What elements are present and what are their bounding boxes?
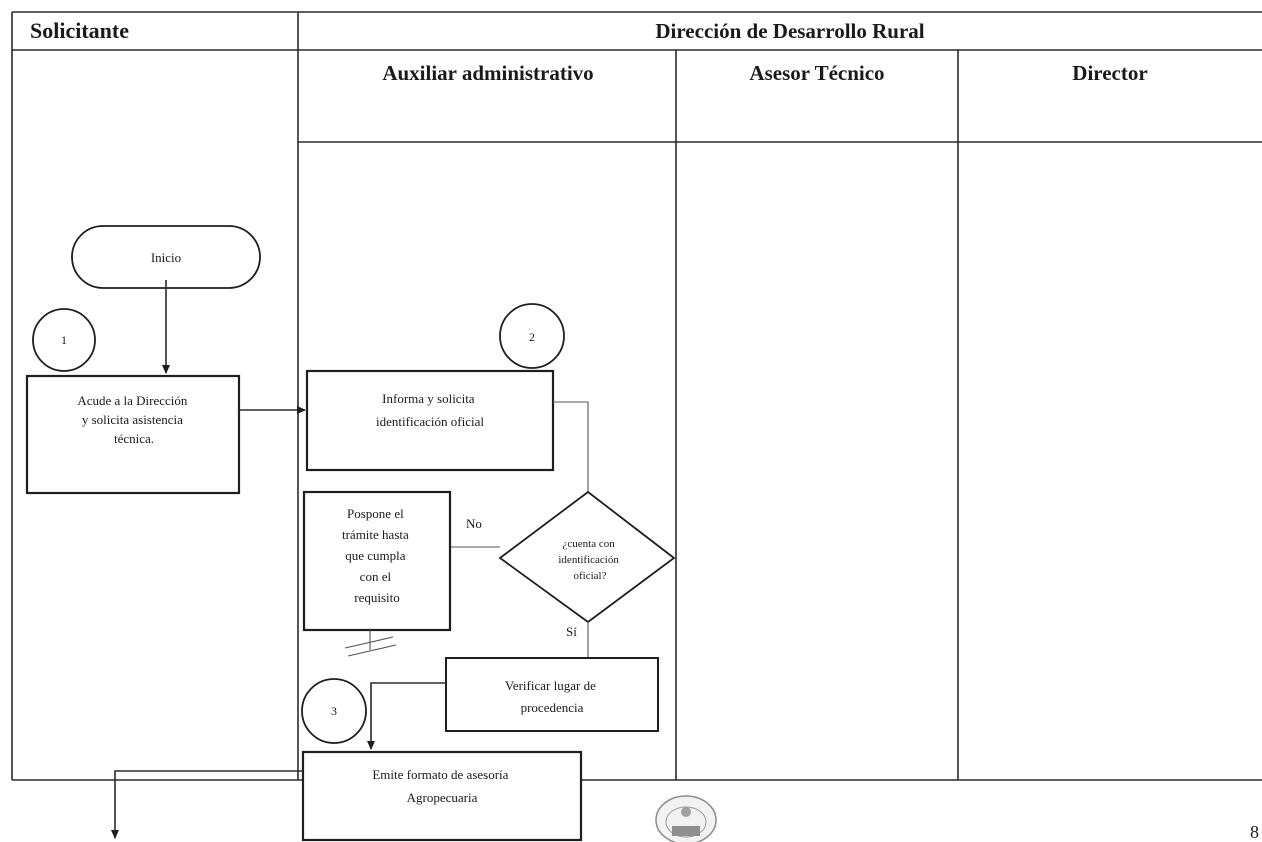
decision-text: ¿cuenta con identificación oficial?: [558, 538, 621, 582]
decision-line-2: identificación: [558, 554, 619, 566]
emit-line-2: Agropecuaria: [407, 790, 478, 805]
postpone-line-1: Pospone el: [347, 506, 404, 521]
verify-line-2: procedencia: [521, 700, 584, 715]
label-si: Sí: [566, 624, 577, 639]
verify-text: Verificar lugar de procedencia: [505, 678, 599, 715]
line-step2-to-decision: [553, 401, 589, 492]
emit-text: Emite formato de asesoría Agropecuaria: [372, 767, 511, 805]
step-2-text: Informa y solicita identificación oficia…: [376, 391, 484, 429]
end-hash-mark: [344, 630, 397, 657]
step-1-text: Acude a la Dirección y solicita asistenc…: [77, 393, 190, 446]
step-2-box: Informa y solicita identificación oficia…: [305, 369, 555, 472]
step-1-line-3: técnica.: [114, 431, 154, 446]
verify-line-1: Verificar lugar de: [505, 678, 596, 693]
connector-1-label: 1: [61, 333, 67, 347]
step-1-line-2: y solicita asistencia: [82, 412, 183, 427]
postpone-box: Pospone el trámite hasta que cumpla con …: [302, 490, 452, 632]
label-no: No: [466, 516, 482, 531]
connector-2-label: 2: [529, 330, 535, 344]
verify-box: Verificar lugar de procedencia: [445, 657, 659, 732]
postpone-line-4: con el: [360, 569, 392, 584]
postpone-line-3: que cumpla: [345, 548, 406, 563]
connector-3-label: 3: [331, 704, 337, 718]
lane-header-auxiliar: Auxiliar administrativo: [382, 61, 593, 85]
arrow-emit-to-next: [111, 770, 303, 839]
step-1-box: Acude a la Dirección y solicita asistenc…: [25, 374, 241, 495]
step-1-line-1: Acude a la Dirección: [77, 393, 188, 408]
decision-line-3: oficial?: [574, 570, 607, 582]
postpone-line-5: requisito: [354, 590, 400, 605]
lane-header-asesor: Asesor Técnico: [749, 61, 884, 85]
decision-line-1: ¿cuenta con: [563, 538, 616, 550]
swimlane-grid: [11, 11, 1262, 781]
lane-header-solicitante: Solicitante: [30, 18, 129, 43]
municipal-seal-icon: [655, 795, 717, 842]
page-number: 8: [1250, 822, 1259, 842]
start-terminator: Inicio: [71, 225, 261, 289]
lane-header-direccion: Dirección de Desarrollo Rural: [655, 19, 924, 43]
lane-header-director: Director: [1072, 61, 1147, 85]
start-label: Inicio: [151, 250, 181, 265]
step-2-line-1: Informa y solicita: [382, 391, 475, 406]
postpone-text: Pospone el trámite hasta que cumpla con …: [342, 506, 412, 605]
connector-2: 2: [499, 303, 565, 369]
connector-3: 3: [301, 678, 367, 744]
connector-1: 1: [32, 308, 96, 372]
step-2-line-2: identificación oficial: [376, 414, 484, 429]
emit-line-1: Emite formato de asesoría: [372, 767, 508, 782]
arrow-verify-to-emit: [367, 682, 446, 750]
emit-box: Emite formato de asesoría Agropecuaria: [301, 750, 583, 842]
postpone-line-2: trámite hasta: [342, 527, 409, 542]
decision-diamond: ¿cuenta con identificación oficial?: [498, 490, 676, 624]
